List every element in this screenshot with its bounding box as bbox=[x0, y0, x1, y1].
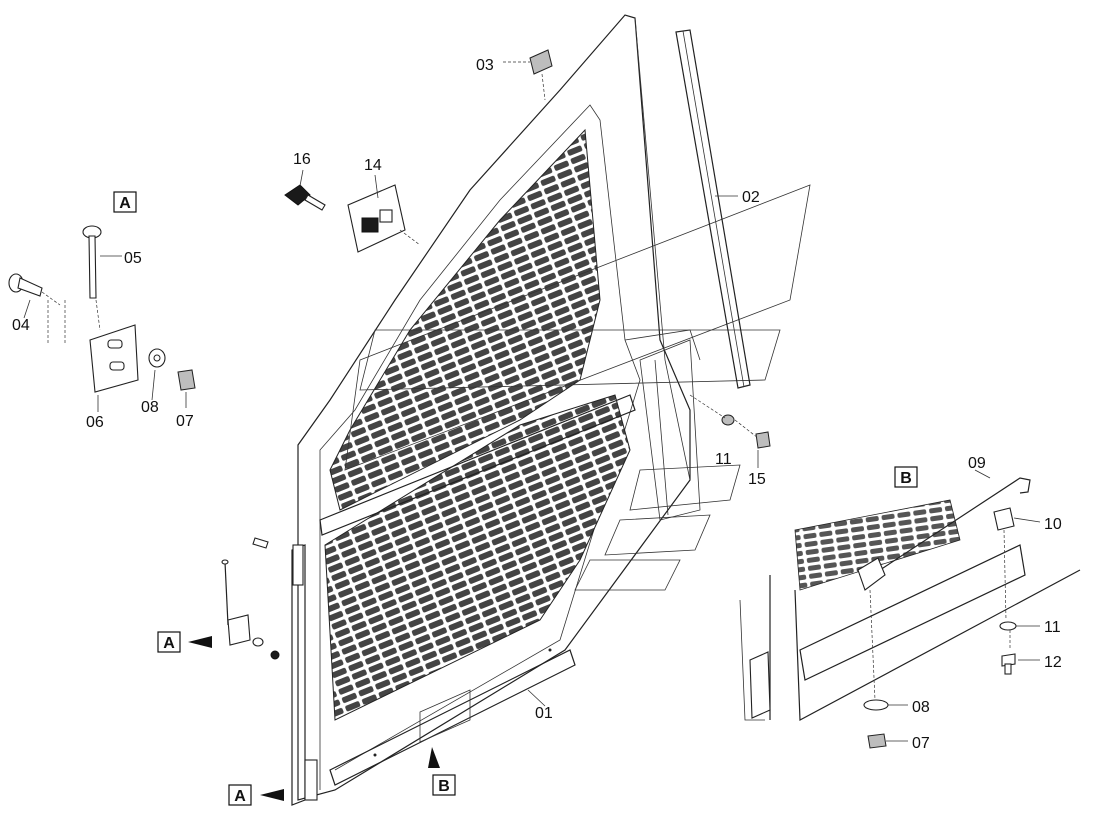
key-16 bbox=[284, 184, 326, 211]
view-a-upper-arrow bbox=[188, 636, 212, 648]
hinge-assembly-small bbox=[221, 537, 280, 660]
view-a-lower-marker: A bbox=[228, 784, 284, 806]
view-b-arrow bbox=[428, 747, 440, 768]
callout-15: 15 bbox=[748, 471, 766, 488]
detail-b-title: B bbox=[894, 466, 918, 488]
callout-01: 01 bbox=[535, 705, 553, 722]
detail-a-title-label: A bbox=[119, 195, 131, 212]
detail-a-title: A bbox=[113, 191, 137, 213]
bottom-bracket bbox=[329, 648, 576, 786]
view-b-label: B bbox=[438, 778, 450, 795]
callout-07-a: 07 bbox=[176, 413, 194, 430]
callout-16: 16 bbox=[293, 151, 311, 168]
callout-06: 06 bbox=[86, 414, 104, 431]
view-a-upper-marker: A bbox=[157, 631, 212, 653]
detail-a-hinge bbox=[8, 225, 196, 393]
callout-14: 14 bbox=[364, 157, 382, 174]
lower-mesh-panel bbox=[324, 394, 631, 721]
upper-mesh-panel bbox=[329, 128, 601, 511]
window-outline-panels bbox=[344, 184, 811, 591]
view-b-marker: B bbox=[428, 747, 456, 796]
callout-02: 02 bbox=[742, 189, 760, 206]
detail-b-assembly bbox=[739, 477, 1081, 749]
callout-04: 04 bbox=[12, 317, 30, 334]
callout-08-b: 08 bbox=[912, 699, 930, 716]
callout-12: 12 bbox=[1044, 654, 1062, 671]
detail-b-title-label: B bbox=[900, 470, 912, 487]
callout-09: 09 bbox=[968, 455, 986, 472]
callout-08-a: 08 bbox=[141, 399, 159, 416]
hinge-rail bbox=[291, 544, 318, 806]
callout-07-b: 07 bbox=[912, 735, 930, 752]
view-a-lower-label: A bbox=[234, 788, 246, 805]
view-a-upper-label: A bbox=[163, 635, 175, 652]
callout-03: 03 bbox=[476, 57, 494, 74]
callout-11-b: 11 bbox=[1044, 619, 1061, 636]
callout-numbers: 03 02 16 14 05 04 06 08 07 11 15 01 09 1… bbox=[12, 57, 1062, 752]
view-a-lower-arrow bbox=[260, 789, 284, 801]
seal-strip-02 bbox=[675, 29, 751, 389]
callout-05: 05 bbox=[124, 250, 142, 267]
buffer-03 bbox=[503, 49, 553, 101]
callout-11-main: 11 bbox=[715, 451, 732, 468]
callout-leaders bbox=[23, 169, 1041, 742]
callout-10: 10 bbox=[1044, 516, 1062, 533]
lock-14 bbox=[347, 184, 421, 253]
latch-hardware bbox=[689, 394, 771, 449]
